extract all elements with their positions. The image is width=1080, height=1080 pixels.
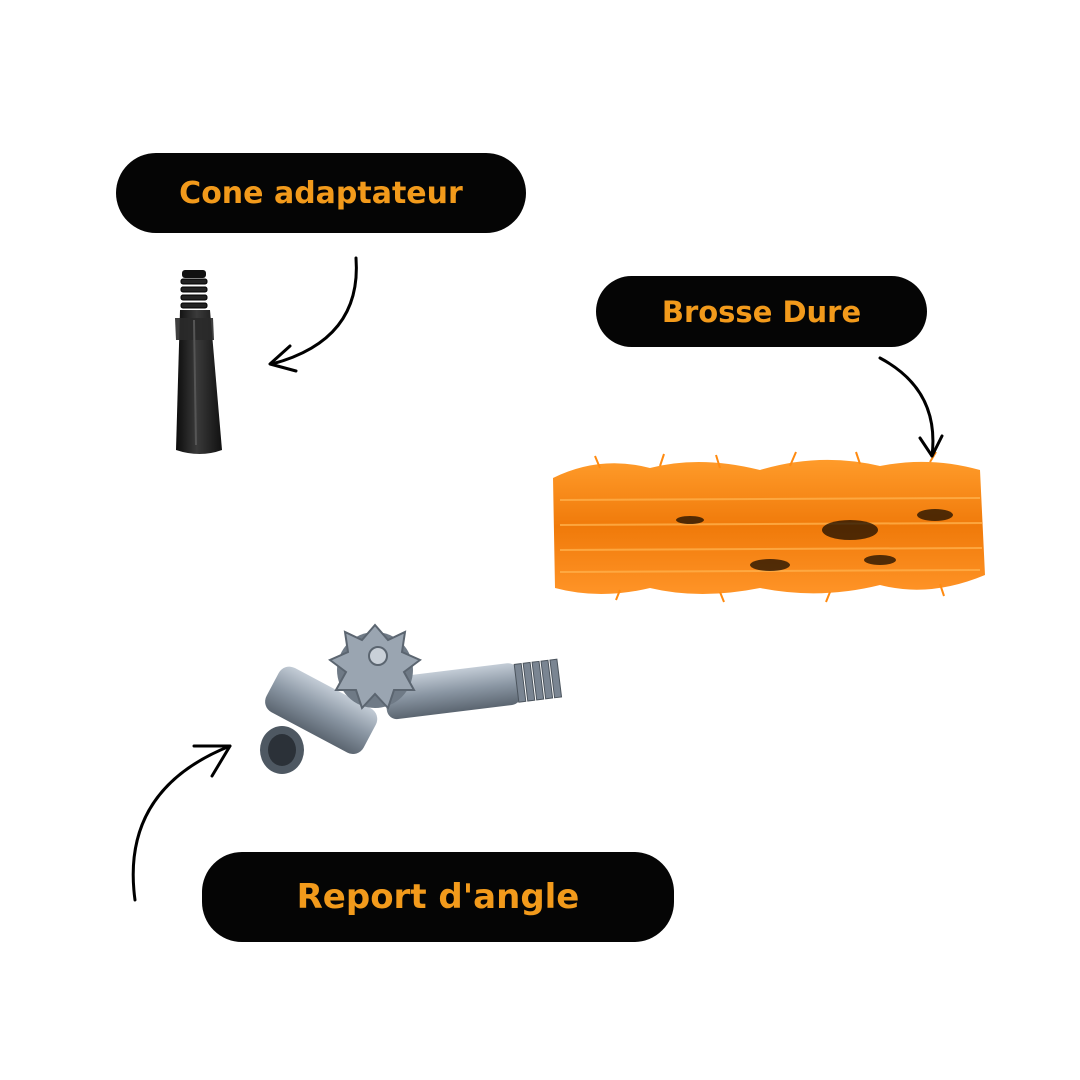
angle-joint-label: Report d'angle <box>202 852 674 942</box>
hard-brush-label: Brosse Dure <box>596 276 927 347</box>
cone-adapter-label-text: Cone adaptateur <box>179 175 463 211</box>
hard-brush-label-text: Brosse Dure <box>661 294 862 329</box>
angle-joint-image <box>260 623 563 774</box>
hard-brush-image <box>553 451 985 603</box>
curved-arrow-icon <box>268 256 358 373</box>
angle-joint-label-text: Report d'angle <box>296 877 580 917</box>
cone-adapter-label: Cone adaptateur <box>116 153 526 233</box>
curved-arrow-icon <box>131 744 232 902</box>
curved-arrow-icon <box>878 356 944 458</box>
cone-adapter-image <box>175 270 222 454</box>
